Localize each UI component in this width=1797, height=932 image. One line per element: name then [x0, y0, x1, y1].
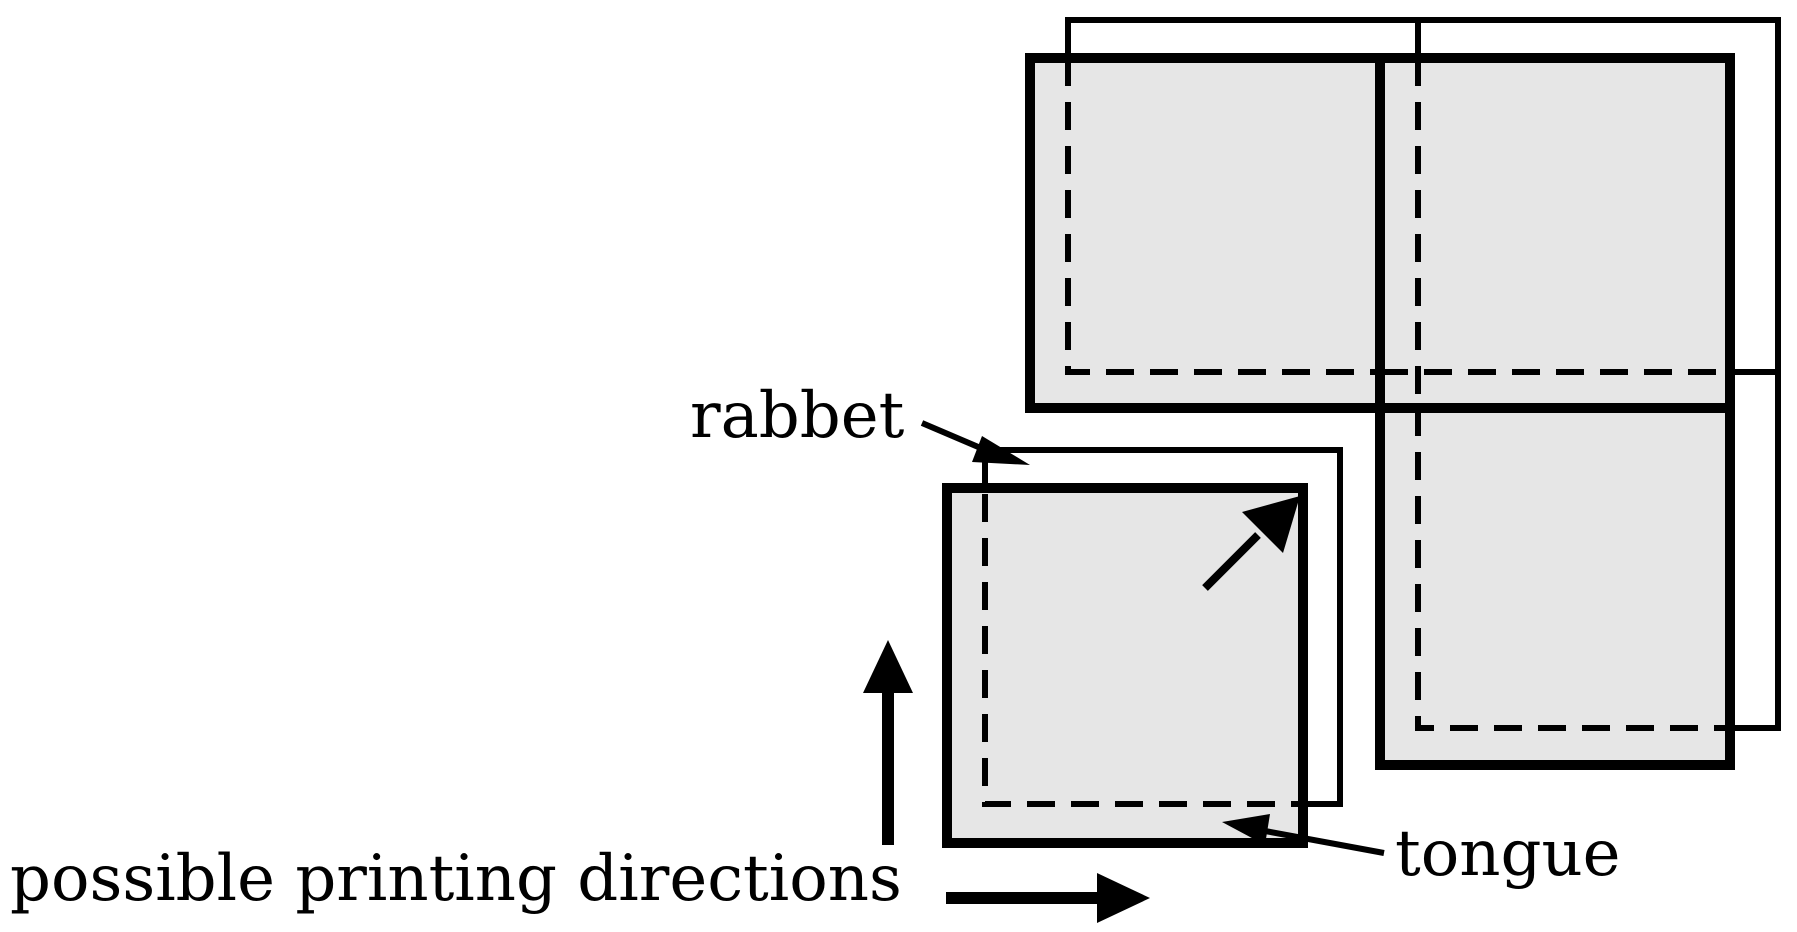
tongue-outline-right: [1730, 369, 1781, 731]
printing-arrow-up-head: [863, 640, 913, 693]
printing-directions-label: possible printing directions: [10, 842, 902, 916]
tile-top-left: [1025, 53, 1385, 413]
tiled-group: [1025, 17, 1781, 770]
tongue-pointer-shaft: [1264, 828, 1385, 856]
tongue-pointer-head: [1222, 814, 1270, 845]
printing-arrow-right-head: [1097, 873, 1150, 923]
placement-arrow-shaft: [1202, 532, 1261, 591]
rabbet-dashed-bottom-right: [1415, 408, 1730, 731]
single-tile-rabbet-dashed: [982, 450, 1303, 807]
placement-arrow-head: [1242, 496, 1300, 553]
tile-top-right: [1375, 53, 1735, 413]
tongue-label: tongue: [1395, 817, 1621, 891]
printing-direction-arrows: [863, 640, 1150, 923]
tongue-outline-top: [1065, 17, 1781, 372]
rabbet-dashed-top-left: [1065, 58, 1380, 375]
tile-bottom-right: [1375, 403, 1735, 770]
rabbet-pointer-head: [972, 436, 1030, 465]
single-tile-group: [942, 447, 1343, 848]
rabbet-label: rabbet: [690, 379, 905, 453]
